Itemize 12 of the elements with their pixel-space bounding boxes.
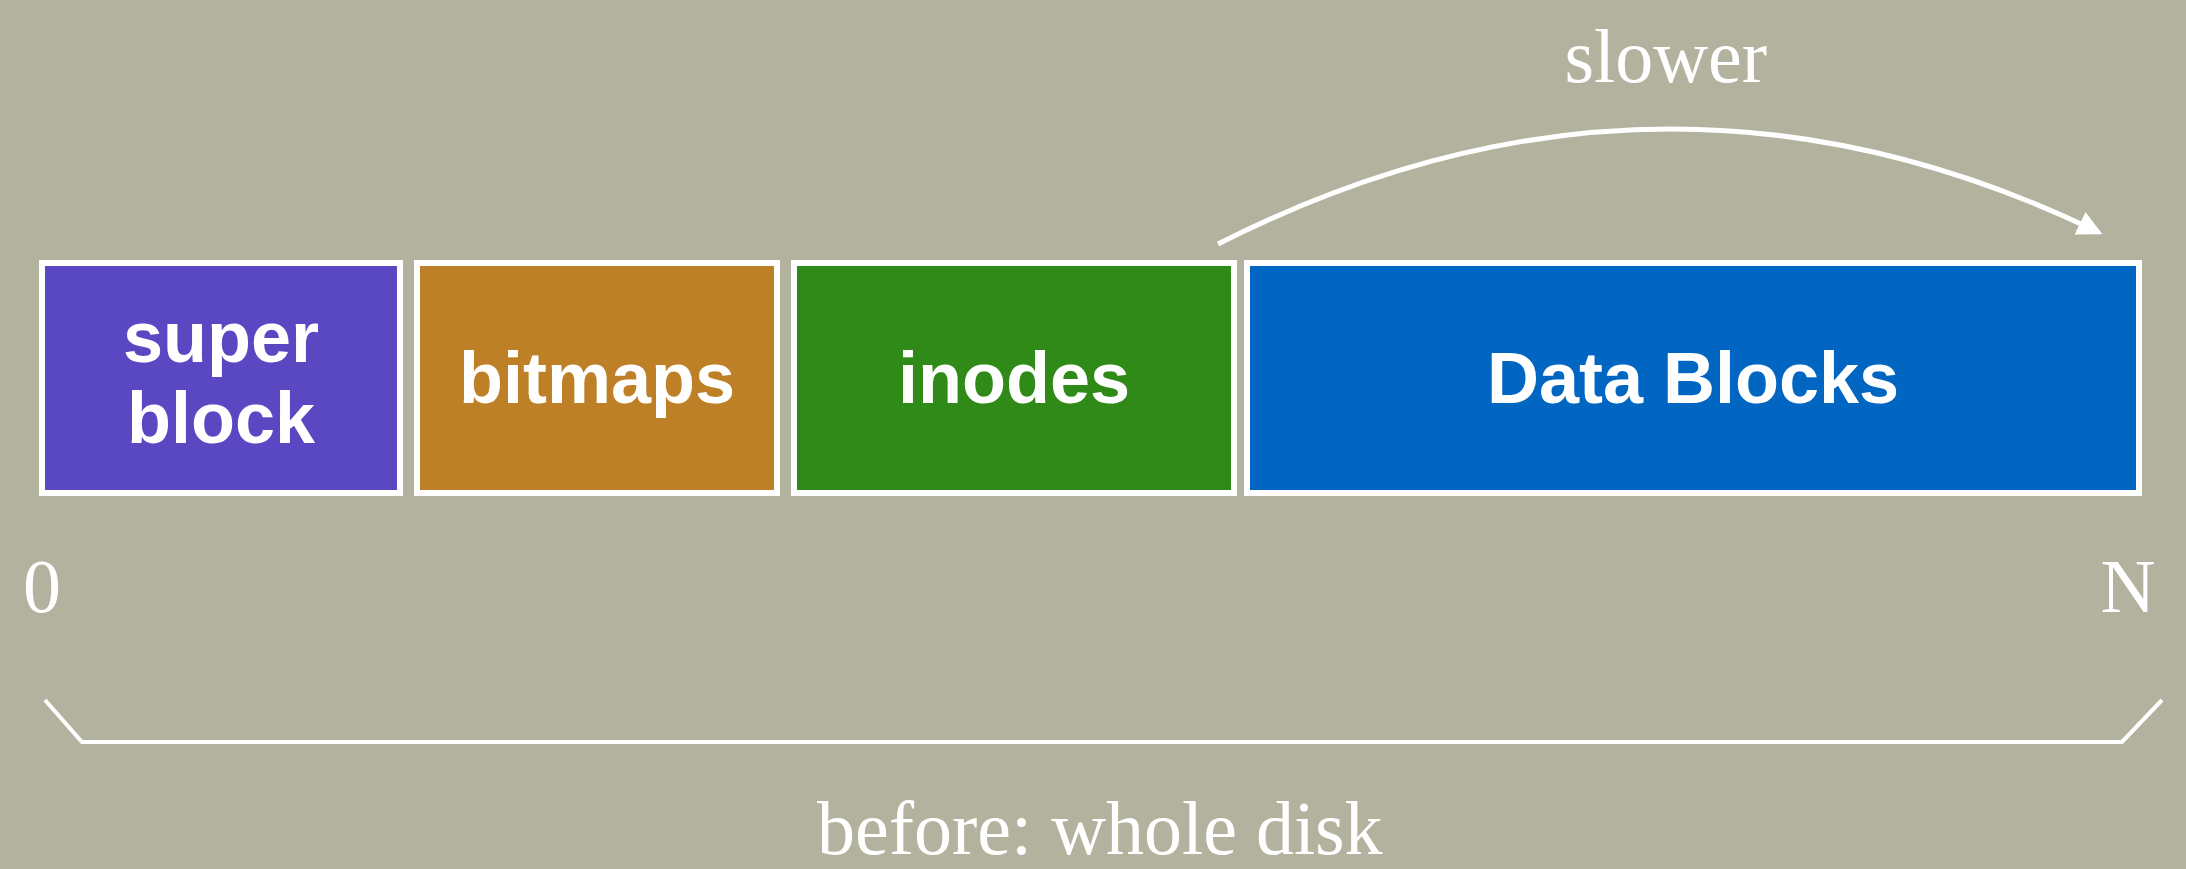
block-box (791, 260, 1237, 496)
block-label: super block (121, 297, 321, 459)
block-label: inodes (897, 337, 1131, 419)
block-box (1244, 260, 2142, 496)
end-offset-label: N (2100, 548, 2156, 624)
speed-label: slower (1564, 18, 1768, 94)
block-box (39, 260, 403, 496)
block-label: bitmaps (457, 337, 736, 419)
block-box (414, 260, 780, 496)
block-label: Data Blocks (1485, 337, 1901, 419)
start-offset-label: 0 (23, 548, 61, 624)
range-caption: before: whole disk (817, 790, 1383, 866)
